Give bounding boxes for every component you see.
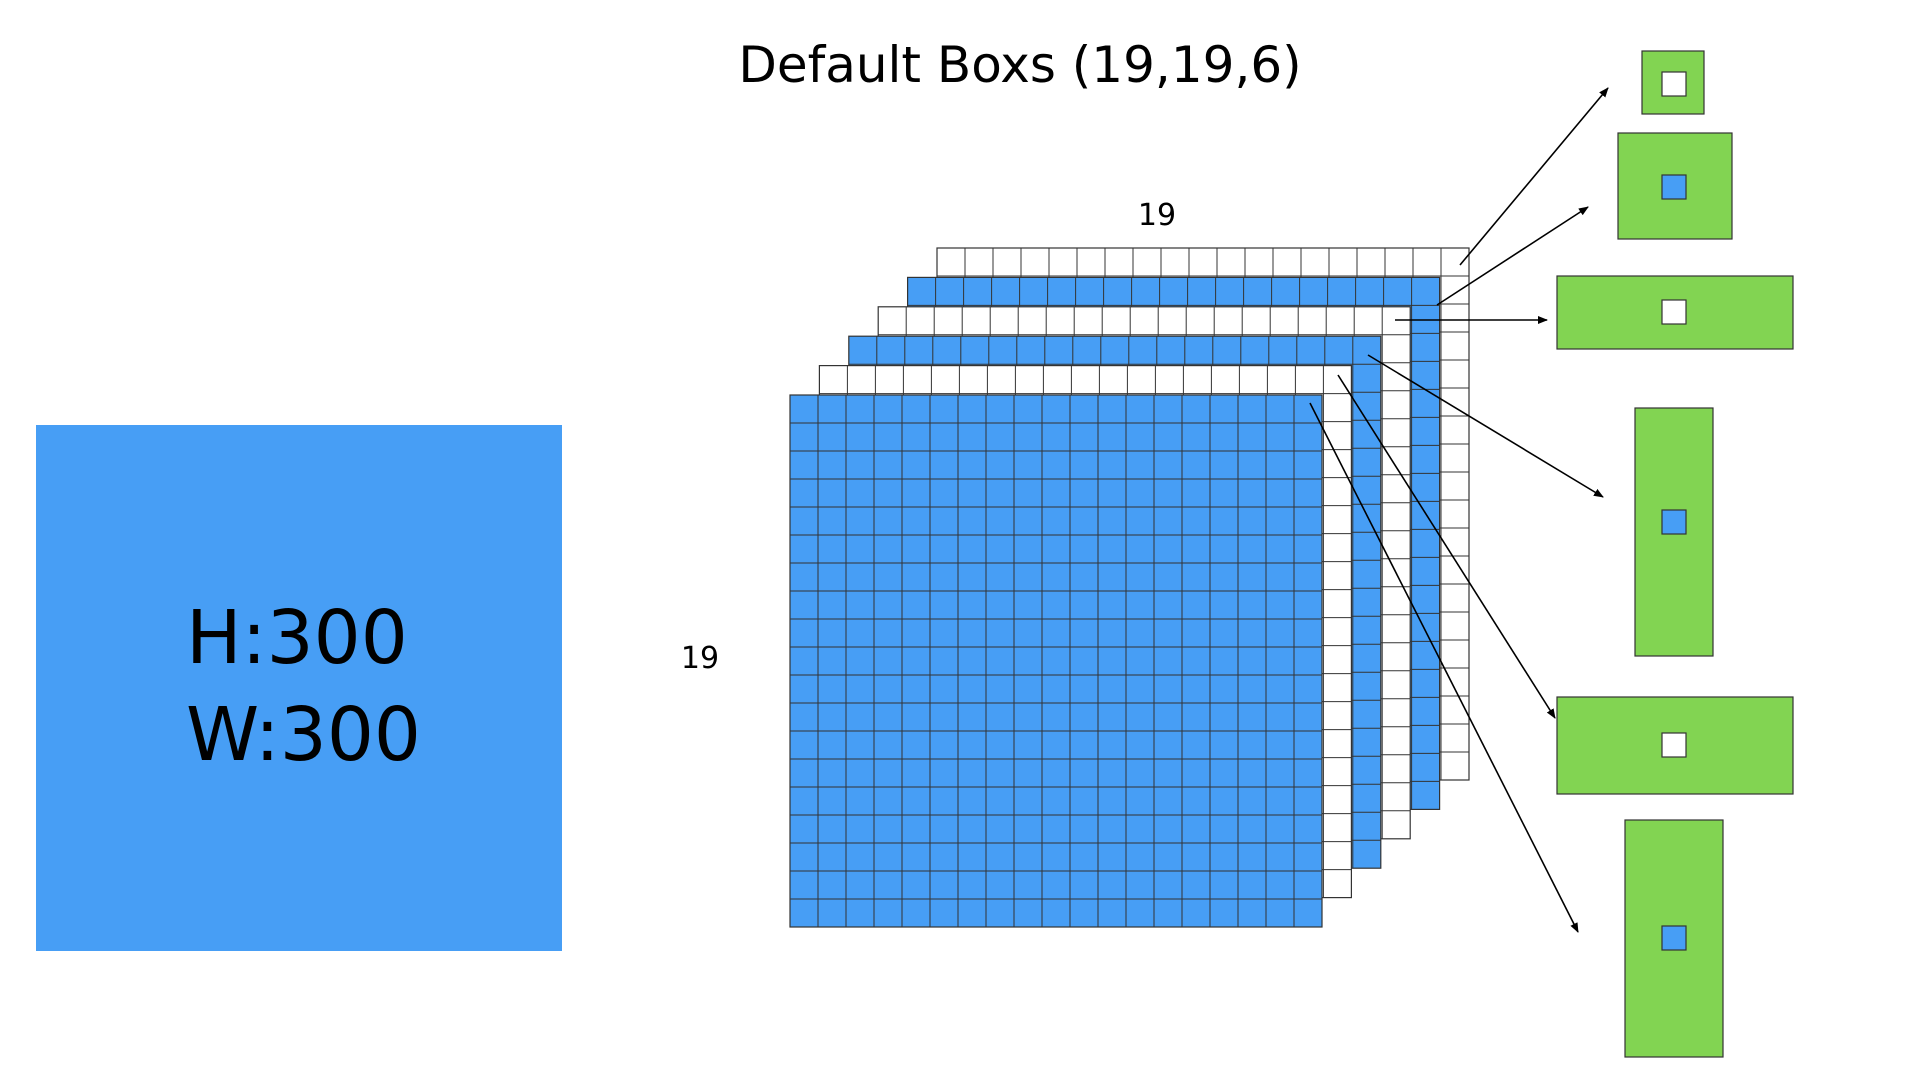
input-image-square [36,425,562,951]
default-box-center-cell [1661,174,1687,200]
arrow-6 [1309,402,1579,933]
input-height-label: H:300 [186,595,408,681]
grid-height-label: 19 [681,641,719,676]
default-box-examples [1556,50,1794,1058]
feature-layer-background [789,394,1323,928]
input-image: H:300 W:300 [36,425,562,951]
default-box-4 [1634,407,1714,657]
feature-map-stack [789,247,1470,928]
default-box-center-cell [1661,509,1687,535]
input-width-label: W:300 [186,692,421,778]
default-box-1 [1641,50,1705,115]
default-box-2 [1617,132,1733,240]
arrow-4 [1367,354,1604,498]
arrow-1 [1459,87,1609,266]
feature-layer-1 [789,394,1323,928]
default-box-center-cell [1661,71,1687,97]
default-box-center-cell [1661,925,1687,951]
diagram-title: Default Boxs (19,19,6) [738,36,1301,94]
default-box-5 [1556,696,1794,795]
grid-width-label: 19 [1138,198,1176,233]
arrow-5 [1337,374,1556,719]
layer-to-box-arrows [1309,87,1609,933]
default-box-center-cell [1661,732,1687,758]
arrow-2 [1436,206,1589,306]
default-box-6 [1624,819,1724,1058]
default-box-3 [1556,275,1794,350]
default-box-center-cell [1661,299,1687,325]
feature-layer-grid [790,395,1322,927]
